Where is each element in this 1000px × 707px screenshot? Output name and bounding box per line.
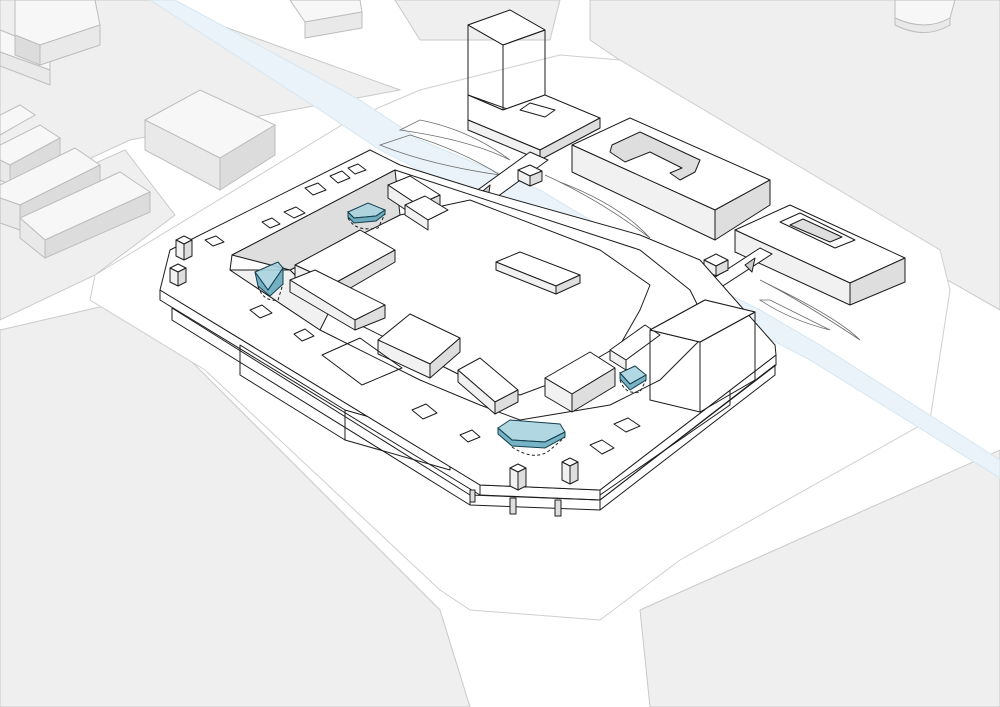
- glass-pavilion: [497, 419, 566, 456]
- stage-block: [495, 251, 581, 295]
- context-building: [14, 0, 101, 66]
- kiosk: [517, 164, 543, 187]
- context-building: [894, 0, 956, 33]
- rooftop-box: [561, 457, 579, 485]
- glass-pavilion: [619, 365, 647, 393]
- courtyard-block-east: [734, 204, 906, 306]
- rooftop-openings: [204, 163, 641, 455]
- tower-southeast: [649, 299, 756, 413]
- courtyard-block: [457, 357, 519, 415]
- rooftop-box: [175, 235, 193, 261]
- context-buildings: [0, 0, 956, 260]
- courtyard-block: [544, 351, 616, 413]
- glass-pavilion: [254, 261, 284, 301]
- podium-north: [467, 94, 601, 161]
- courtyard-block-north: [571, 117, 771, 241]
- context-building: [0, 104, 152, 260]
- courtyard-block: [289, 269, 386, 331]
- context-building: [289, 0, 363, 39]
- rooftop-box: [169, 263, 187, 287]
- courtyard-block: [377, 313, 461, 379]
- glass-pavilion: [347, 202, 387, 230]
- rooftop-box: [509, 463, 527, 491]
- kiosk: [703, 253, 729, 277]
- courtyard-block: [387, 175, 449, 231]
- context-building: [143, 89, 277, 191]
